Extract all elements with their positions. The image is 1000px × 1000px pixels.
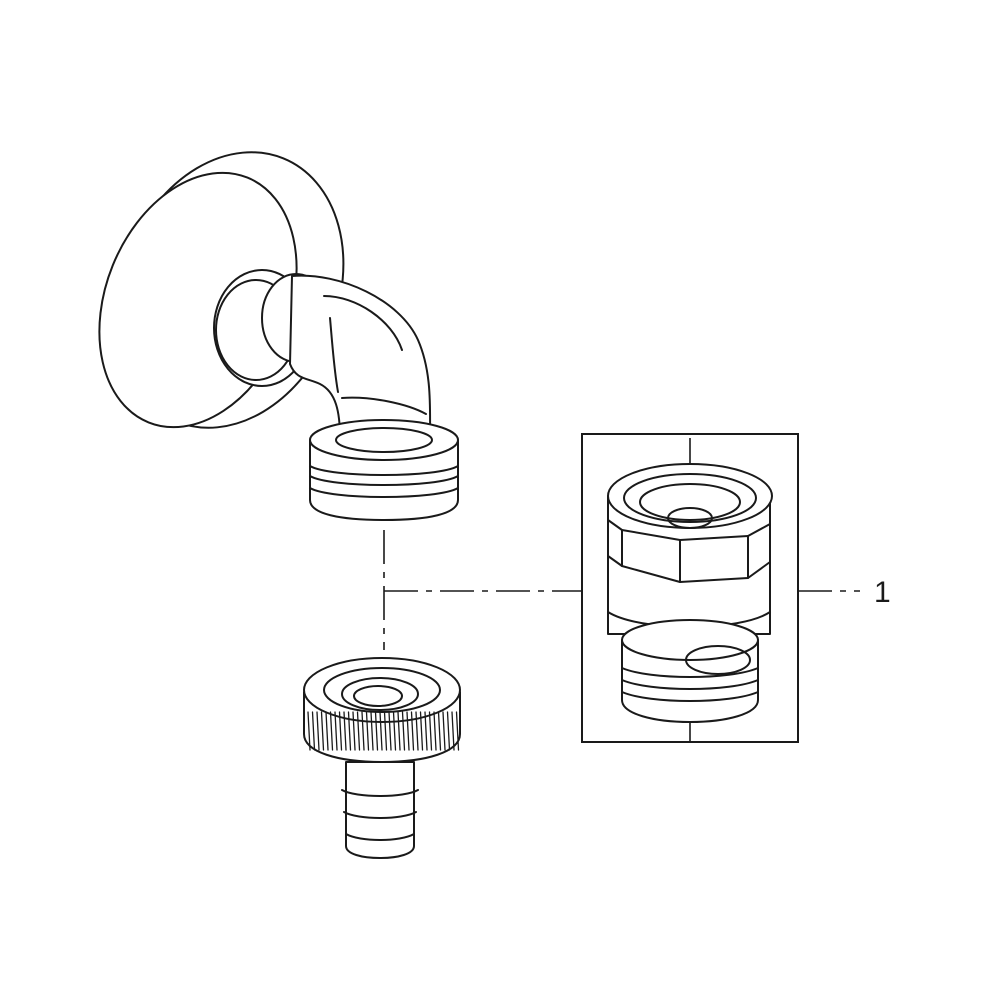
- part-1-frame: [581, 433, 799, 743]
- wall-faucet-elbow-icon: [98, 151, 459, 521]
- callout-label-1: 1: [874, 576, 891, 609]
- backflow-preventer-icon: [607, 463, 773, 723]
- hose-tail-connector-icon: [303, 657, 461, 859]
